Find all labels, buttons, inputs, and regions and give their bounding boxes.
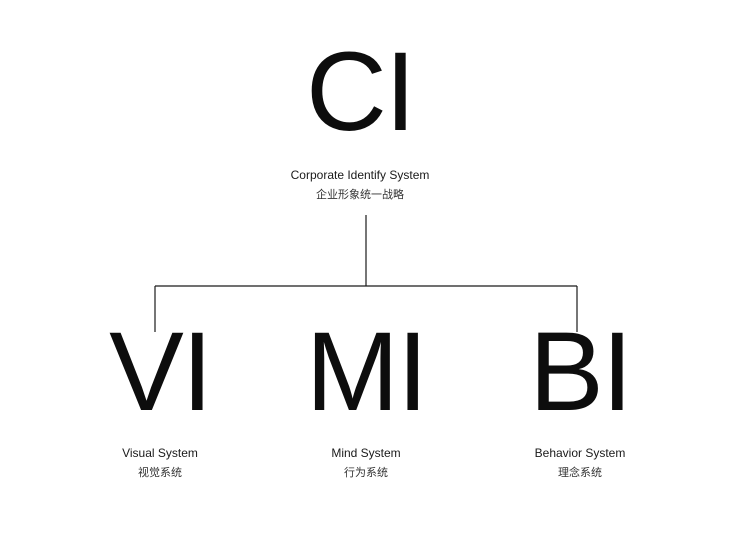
mi-node: MI Mind System 行为系统: [305, 309, 428, 480]
mi-title-zh: 行为系统: [343, 466, 388, 479]
ci-root-node: CI Corporate Identify System 企业形象统一战略: [291, 36, 430, 202]
bi-title-zh: 理念系统: [557, 466, 602, 479]
bi-acronym: BI: [529, 309, 633, 434]
vi-title-en: Visual System: [122, 446, 198, 460]
ci-title-zh: 企业形象统一战略: [315, 188, 404, 201]
mi-acronym: MI: [305, 309, 428, 434]
ci-acronym: CI: [305, 29, 416, 154]
mi-title-en: Mind System: [331, 446, 401, 460]
vi-node: VI Visual System 视觉系统: [109, 309, 213, 480]
bi-title-en: Behavior System: [534, 446, 626, 460]
ci-title-en: Corporate Identify System: [290, 168, 430, 182]
bi-node: BI Behavior System 理念系统: [529, 309, 633, 480]
vi-acronym: VI: [109, 309, 213, 434]
vi-title-zh: 视觉系统: [137, 466, 182, 479]
